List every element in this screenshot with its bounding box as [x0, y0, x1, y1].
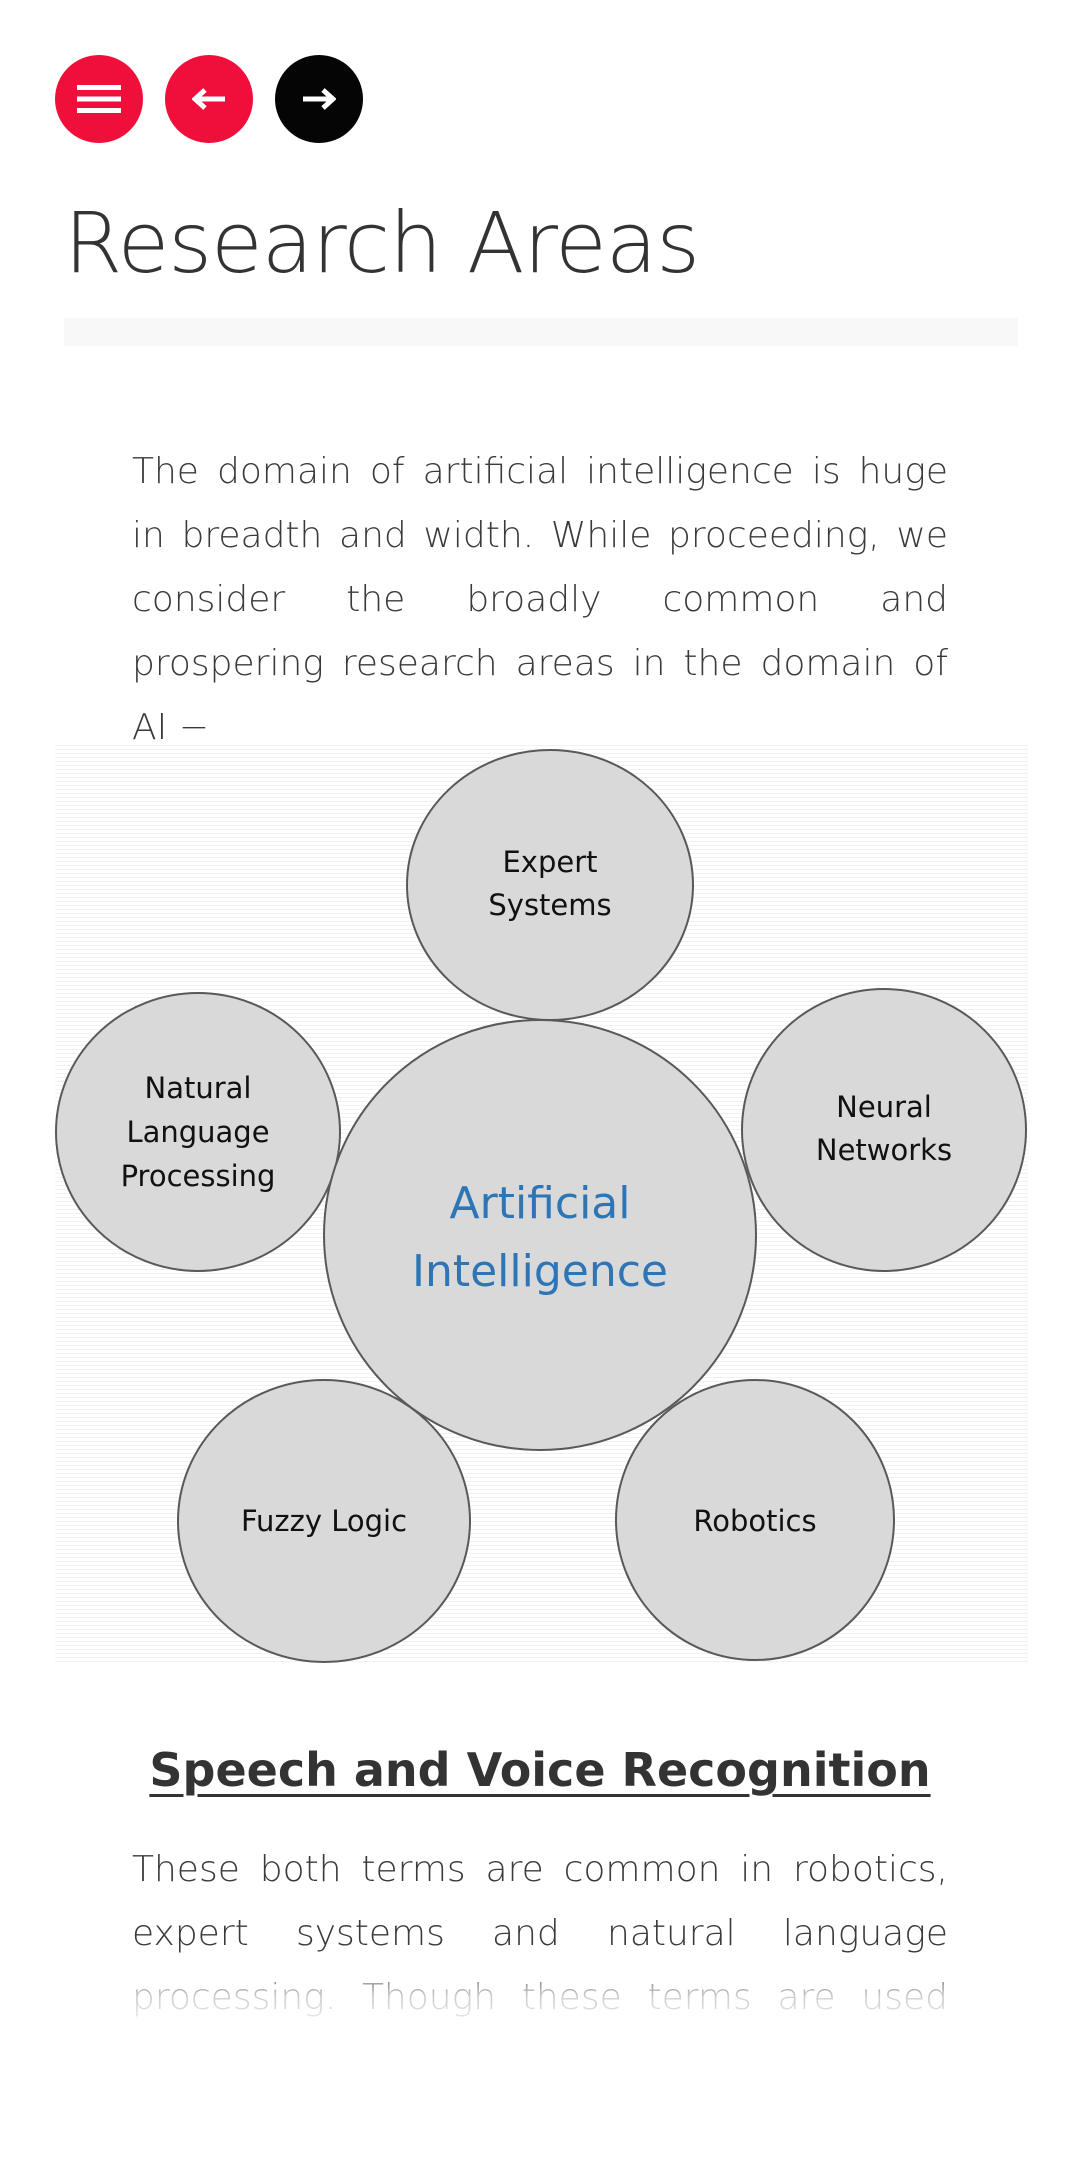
- diagram-image: Expert Systems Natural Language Processi…: [55, 745, 1028, 1665]
- node-label: Expert: [502, 845, 597, 879]
- node-label: Processing: [121, 1159, 276, 1193]
- node-neural-networks: [741, 988, 1027, 1272]
- page-title: Research Areas: [64, 194, 700, 292]
- section-heading: Speech and Voice Recognition: [149, 1743, 931, 1797]
- node-label: Systems: [488, 888, 611, 922]
- node-label: Networks: [816, 1133, 952, 1167]
- back-button[interactable]: [165, 55, 253, 143]
- menu-button[interactable]: [55, 55, 143, 143]
- node-robotics: [615, 1379, 895, 1661]
- arrow-left-icon: [192, 88, 225, 110]
- arrow-right-icon: [303, 88, 336, 110]
- hamburger-menu-icon: [77, 85, 121, 113]
- node-label: Language: [126, 1115, 269, 1149]
- node-label: Neural: [836, 1090, 932, 1124]
- node-expert-systems: [406, 749, 694, 1021]
- node-natural-language-processing: [55, 992, 341, 1272]
- center-node-ai: [323, 1019, 757, 1451]
- center-label: Artificial: [450, 1178, 631, 1229]
- ai-research-areas-diagram: Expert Systems Natural Language Processi…: [55, 745, 1028, 1665]
- node-label: Fuzzy Logic: [241, 1504, 407, 1538]
- section-paragraph: These both terms are common in robotics,…: [132, 1849, 948, 2018]
- center-label: Intelligence: [412, 1246, 668, 1297]
- intro-paragraph: The domain of artificial intelligence is…: [132, 451, 948, 748]
- node-fuzzy-logic: [177, 1379, 471, 1663]
- title-divider: [64, 318, 1018, 346]
- node-label: Natural: [145, 1071, 252, 1105]
- node-label: Robotics: [693, 1504, 816, 1538]
- forward-button[interactable]: [275, 55, 363, 143]
